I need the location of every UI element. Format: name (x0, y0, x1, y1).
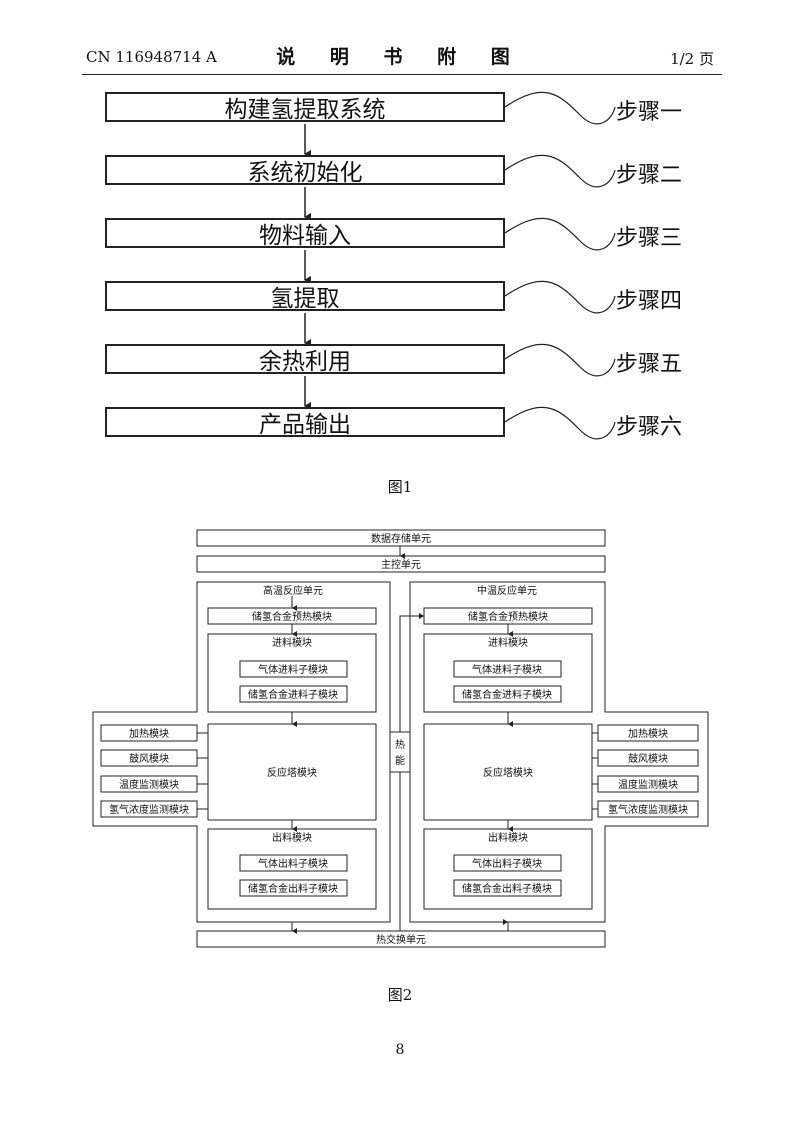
ht-alloy-out-label: 储氢合金出料子模块 (248, 882, 338, 895)
page-title: 说 明 书 附 图 (276, 46, 524, 68)
ht-tower-box (207, 723, 377, 821)
ht-gas-feed-box (239, 660, 348, 678)
ht-gas-feed-label: 气体进料子模块 (258, 663, 328, 676)
step-label-4: 步骤四 (616, 289, 683, 314)
fig2-connectors (197, 546, 598, 934)
fig1-leader-curves (504, 91, 616, 440)
step-label-1: 步骤一 (616, 100, 683, 125)
mt-alloy-out-label: 储氢合金出料子模块 (462, 882, 552, 895)
step-label-5: 步骤五 (616, 352, 683, 377)
fig2-diagram: 数据存储单元 主控单元 热交换单元 热 能 高温反应单元 储氢合金预热模块 进料… (92, 529, 709, 948)
page-number: 8 (395, 1042, 405, 1058)
mt-side-label-1: 加热模块 (628, 727, 668, 740)
data-storage-label: 数据存储单元 (371, 532, 431, 545)
page-info: 1/2 页 (670, 50, 714, 68)
mt-gas-out-box (453, 854, 562, 872)
mt-side-label-4: 氢气浓度监测模块 (608, 803, 688, 816)
fig1-caption: 图1 (387, 478, 413, 496)
step-box-2: 系统初始化 (105, 155, 505, 186)
mt-gas-feed-box (453, 660, 562, 678)
ht-alloy-out-box (239, 879, 348, 897)
ht-side-label-2: 鼓风模块 (129, 752, 169, 765)
data-storage-box (196, 529, 606, 547)
step-box-4: 氢提取 (105, 281, 505, 312)
step-box-1: 构建氢提取系统 (105, 92, 505, 123)
step-box-5: 余热利用 (105, 344, 505, 375)
mt-gas-out-label: 气体出料子模块 (472, 857, 542, 870)
mt-tower-label: 反应塔模块 (483, 766, 533, 779)
ht-alloy-feed-label: 储氢合金进料子模块 (248, 688, 338, 701)
step-label-6: 步骤六 (616, 415, 683, 440)
main-control-label: 主控单元 (381, 558, 421, 571)
mt-gas-feed-label: 气体进料子模块 (472, 663, 542, 676)
ht-side-label-4: 氢气浓度监测模块 (109, 803, 189, 816)
heat-exchange-label: 热交换单元 (376, 933, 426, 946)
mt-preheat-label: 储氢合金预热模块 (468, 610, 548, 623)
fig2-caption: 图2 (387, 986, 413, 1004)
ht-alloy-feed-box (239, 685, 348, 703)
heat-energy-label-1: 热 (395, 738, 405, 751)
patent-number: CN 116948714 A (86, 48, 217, 66)
ht-side-label-3: 温度监测模块 (119, 778, 179, 791)
mt-title: 中温反应单元 (477, 584, 537, 597)
fig1-connectors (304, 91, 616, 440)
ht-gas-out-label: 气体出料子模块 (258, 857, 328, 870)
mt-side-label-2: 鼓风模块 (628, 752, 668, 765)
mt-alloy-feed-label: 储氢合金进料子模块 (462, 688, 552, 701)
mt-feed-label: 进料模块 (488, 636, 528, 649)
ht-side-label-1: 加热模块 (129, 727, 169, 740)
mt-tower-box (423, 723, 593, 821)
heat-energy-label-2: 能 (395, 754, 405, 767)
header-rule (82, 74, 722, 75)
ht-gas-out-box (239, 854, 348, 872)
step-box-3: 物料输入 (105, 218, 505, 249)
mt-discharge-label: 出料模块 (488, 831, 528, 844)
ht-tower-label: 反应塔模块 (267, 766, 317, 779)
step-label-3: 步骤三 (616, 226, 683, 251)
mt-alloy-out-box (453, 879, 562, 897)
ht-feed-label: 进料模块 (272, 636, 312, 649)
ht-title: 高温反应单元 (263, 584, 323, 597)
mt-side-label-3: 温度监测模块 (618, 778, 678, 791)
ht-preheat-label: 储氢合金预热模块 (252, 610, 332, 623)
mt-alloy-feed-box (453, 685, 562, 703)
heat-exchange-box (196, 930, 606, 948)
step-box-6: 产品输出 (105, 407, 505, 438)
step-label-2: 步骤二 (616, 163, 683, 188)
ht-discharge-label: 出料模块 (272, 831, 312, 844)
